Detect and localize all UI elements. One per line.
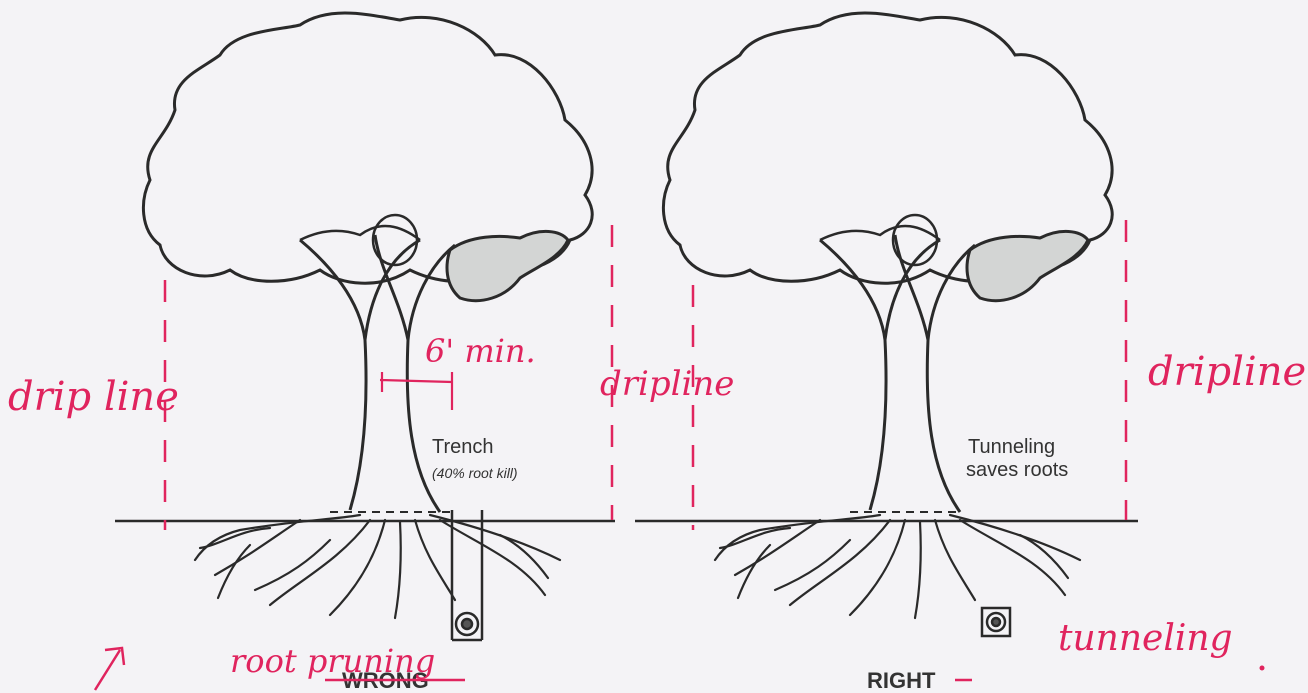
root-pruning-annotation: root pruning xyxy=(230,642,435,680)
tunneling-label-line1: Tunneling xyxy=(968,436,1055,458)
dripline-annotation-right: dripline xyxy=(1148,349,1306,395)
trench-label: Trench xyxy=(432,436,494,458)
arrow-annotation xyxy=(95,648,124,690)
tunneling-annotation: tunneling xyxy=(1058,618,1233,659)
right-caption: RIGHT xyxy=(867,668,936,693)
right-panel: Tunneling saves roots RIGHT dripline tun… xyxy=(635,13,1306,693)
tunneling-label-line2: saves roots xyxy=(966,459,1068,481)
dripline-annotation-mid: dripline xyxy=(600,364,734,404)
root-kill-label: (40% root kill) xyxy=(432,465,518,481)
tunnel-pipe xyxy=(982,608,1010,636)
dripline-annotation-left: drip line xyxy=(8,374,179,420)
distance-annotation: 6' min. xyxy=(425,332,536,370)
left-panel: Trench (40% root kill) WRONG drip line d… xyxy=(8,13,734,693)
